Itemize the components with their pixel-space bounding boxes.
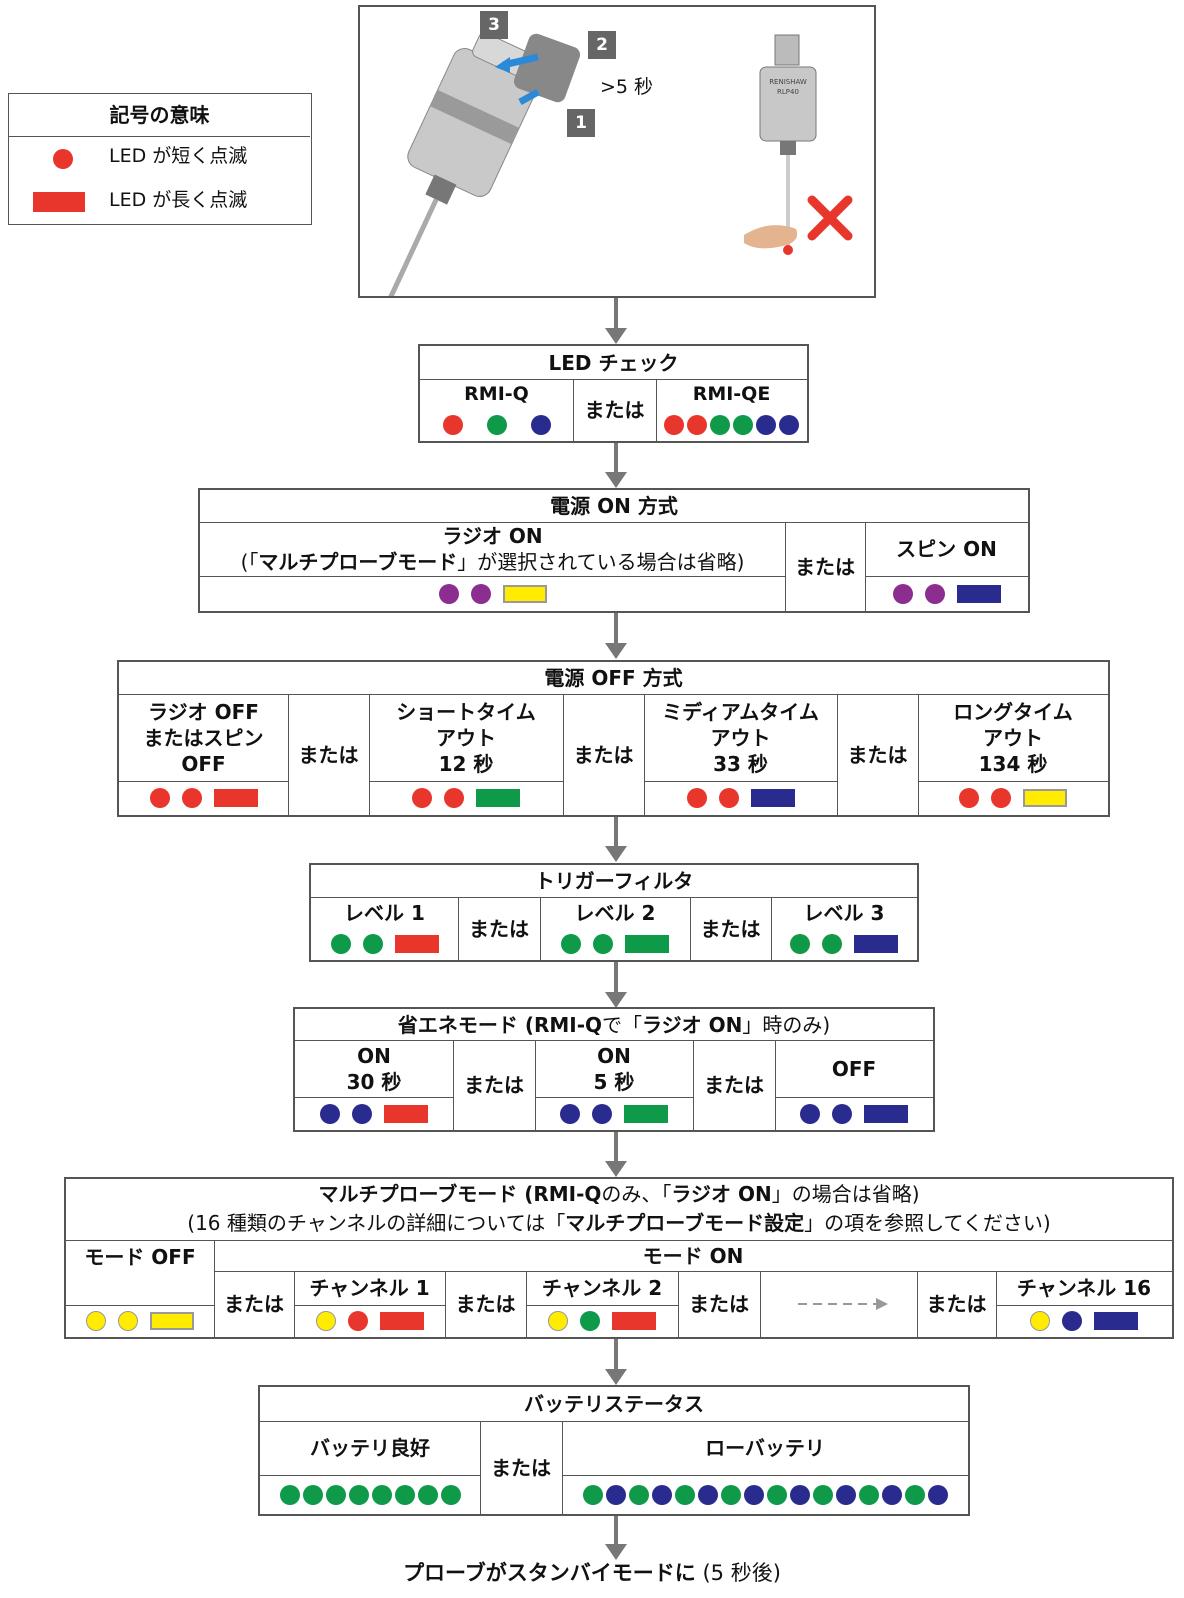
spin-on-label: スピン ON [896, 537, 997, 561]
power-off-title: 電源 OFF 方式 [544, 666, 683, 690]
battery-low-label: ローバッテリ [705, 1436, 825, 1460]
arrow-5 [605, 962, 627, 1008]
photo-box: RENISHAW RLP40 3 2 1 >5 秒 [358, 5, 876, 298]
step-1-badge: 1 [567, 109, 595, 137]
or-label: または [224, 1292, 284, 1316]
arrow-1 [605, 298, 627, 344]
battery-status-title: バッテリステータス [524, 1392, 704, 1416]
led-sequence [535, 1097, 693, 1130]
legend-dot-icon [53, 149, 73, 169]
led-sequence [260, 1475, 480, 1514]
led-check-rmiqe: RMI-QE [692, 382, 771, 405]
led-sequence [420, 409, 573, 441]
battery-status-box: バッテリステータス バッテリ良好 または ローバッテリ [258, 1385, 970, 1516]
led-sequence [540, 928, 690, 960]
radio-on-label: ラジオ ON (「マルチプローブモード」が選択されている場合は省略) [240, 524, 745, 574]
legend-long-flash: LED が長く点滅 [109, 189, 248, 211]
arrow-4 [605, 817, 627, 862]
led-check-rmiq: RMI-Q [464, 382, 529, 405]
or-label: または [926, 1292, 987, 1316]
step-2-badge: 2 [588, 31, 616, 59]
or-label: または [464, 1073, 524, 1097]
led-sequence [311, 928, 458, 960]
or-label: または [795, 554, 855, 579]
cross-icon [807, 195, 853, 241]
legend-short-flash: LED が短く点滅 [109, 145, 248, 167]
probe-model-label: RLP40 [777, 88, 799, 96]
led-sequence [369, 781, 563, 815]
arrow-7 [605, 1339, 627, 1385]
arrow-6 [605, 1132, 627, 1177]
led-sequence [294, 1305, 445, 1337]
arrow-8 [605, 1516, 627, 1560]
multi-probe-subtitle: (16 種類のチャンネルの詳細については「マルチプローブモード設定」の項を参照し… [187, 1211, 1051, 1235]
power-on-box: 電源 ON 方式 ラジオ ON (「マルチプローブモード」が選択されている場合は… [198, 488, 1030, 613]
dashed-arrow-icon [798, 1298, 888, 1310]
or-label: または [573, 742, 634, 767]
mode-on-label: モード ON [642, 1243, 744, 1268]
legend-bar-icon [33, 192, 85, 212]
standby-note: プローブがスタンバイモードに (5 秒後) [403, 1561, 781, 1585]
legend-box: 記号の意味 LED が短く点滅 LED が長く点滅 [8, 93, 312, 225]
or-label: または [689, 1292, 749, 1316]
or-label: または [298, 742, 359, 767]
led-sequence [775, 1097, 933, 1130]
power-on-title: 電源 ON 方式 [550, 494, 678, 518]
trigger-filter-box: トリガーフィルタ レベル 1 または レベル 2 または レベル 3 [309, 863, 919, 962]
eco-mode-title: 省エネモード (RMI-Q で「ラジオ ON」時のみ) [397, 1012, 831, 1037]
battery-good-label: バッテリ良好 [310, 1436, 430, 1460]
led-sequence [526, 1305, 678, 1337]
multi-probe-title: マルチプローブモード (RMI-Q のみ、「ラジオ ON」の場合は省略) [318, 1182, 920, 1206]
or-label: または [455, 1292, 516, 1316]
or-label: または [584, 398, 645, 422]
step-3-badge: 3 [480, 11, 508, 39]
channel-2-label: チャンネル 2 [541, 1276, 663, 1300]
mode-off-label: モード OFF [84, 1245, 196, 1269]
led-check-title: LED チェック [548, 350, 679, 375]
led-sequence [295, 1097, 453, 1130]
probe-illustration: RENISHAW RLP40 [383, 32, 853, 296]
led-sequence [200, 576, 785, 611]
or-label: または [469, 916, 529, 941]
led-sequence [771, 928, 917, 960]
led-sequence [66, 1305, 214, 1337]
led-sequence [918, 781, 1108, 815]
or-label: または [491, 1455, 551, 1480]
level-1-label: レベル 1 [344, 900, 425, 925]
or-label: または [847, 742, 908, 767]
trigger-filter-title: トリガーフィルタ [534, 869, 694, 893]
level-3-label: レベル 3 [803, 900, 885, 925]
level-2-label: レベル 2 [574, 900, 656, 925]
eco-off-label: OFF [831, 1056, 877, 1081]
channel-16-label: チャンネル 16 [1016, 1276, 1152, 1300]
led-sequence [656, 409, 807, 441]
led-sequence [865, 576, 1028, 611]
led-sequence [562, 1475, 968, 1514]
multi-probe-box: マルチプローブモード (RMI-Q のみ、「ラジオ ON」の場合は省略) (16… [64, 1177, 1174, 1339]
hold-time-label: >5 秒 [600, 76, 654, 98]
led-sequence [119, 781, 288, 815]
or-label: または [704, 1073, 764, 1097]
led-check-box: LED チェック RMI-Q または RMI-QE [418, 344, 809, 443]
arrow-2 [605, 443, 627, 488]
channel-1-label: チャンネル 1 [309, 1276, 430, 1300]
led-sequence [996, 1305, 1172, 1337]
arrow-3 [605, 613, 627, 659]
legend-title: 記号の意味 [109, 103, 210, 127]
or-label: または [700, 916, 761, 941]
led-sequence [644, 781, 837, 815]
probe-brand-label: RENISHAW [769, 78, 807, 86]
